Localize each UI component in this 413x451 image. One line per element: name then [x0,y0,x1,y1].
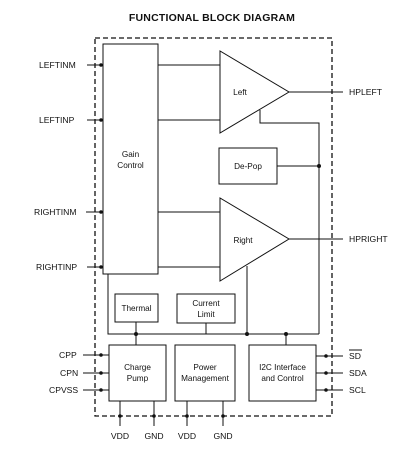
pin-label-gnd-1: GND [144,431,163,441]
pin-rightinp: RIGHTINP [36,262,103,272]
pin-label-cpp: CPP [59,350,77,360]
pin-label-cpvss: CPVSS [49,385,78,395]
right-amplifier-label: Right [233,236,253,245]
current-limit-block: Current Limit [176,293,236,324]
depop-block: De-Pop [218,147,278,185]
pin-label-sd: SD [349,351,361,361]
pin-label-cpn: CPN [60,368,78,378]
gain-control-label-line1: Gain [122,150,140,159]
pin-label-scl: SCL [349,385,366,395]
pin-leftinp: LEFTINP [39,115,103,125]
pin-vdd-power: VDD [178,401,196,441]
pin-label-vdd-1: VDD [111,431,129,441]
thermal-label: Thermal [121,304,151,313]
charge-pump-label-line1: Charge [124,363,151,372]
pin-sd: SD [316,349,362,361]
diagram-title: FUNCTIONAL BLOCK DIAGRAM [129,12,295,24]
pin-label-rightinm: RIGHTINM [34,207,77,217]
charge-pump-label-line2: Pump [127,374,149,383]
pin-label-leftinp: LEFTINP [39,115,75,125]
pin-scl: SCL [316,385,366,395]
current-limit-label-line2: Limit [197,310,215,319]
chip-outline [94,37,333,417]
power-management-block: Power Management [174,344,236,402]
pin-label-rightinp: RIGHTINP [36,262,77,272]
i2c-label-line2: and Control [261,374,304,383]
i2c-interface-block: I2C Interface and Control [248,344,317,402]
pin-gnd-charge-pump: GND [144,401,164,441]
pin-label-hpright: HPRIGHT [349,234,388,244]
charge-pump-block: Charge Pump [108,344,167,402]
left-amplifier-label: Left [233,88,247,97]
wire-left-amp-feedback [259,110,320,166]
gain-control-label-line2: Control [117,161,144,170]
gain-control-block: Gain Control [102,43,159,275]
right-amplifier: Right [219,197,290,282]
pin-gnd-power: GND [213,401,233,441]
pin-cpp: CPP [59,350,109,360]
thermal-block: Thermal [114,293,159,323]
pin-rightinm: RIGHTINM [34,207,103,217]
pin-leftinm: LEFTINM [39,60,103,70]
pin-label-vdd-2: VDD [178,431,196,441]
power-management-label-line1: Power [193,363,216,372]
pin-cpn: CPN [60,368,109,378]
pin-vdd-charge-pump: VDD [111,401,129,441]
pin-cpvss: CPVSS [49,385,109,395]
left-amplifier: Left [219,50,290,134]
current-limit-label-line1: Current [192,299,220,308]
power-management-label-line2: Management [181,374,230,383]
pin-label-sda: SDA [349,368,367,378]
depop-label: De-Pop [234,162,262,171]
pin-label-leftinm: LEFTINM [39,60,76,70]
pin-sda: SDA [316,368,367,378]
i2c-label-line1: I2C Interface [259,363,306,372]
pin-label-gnd-2: GND [213,431,232,441]
pin-label-hpleft: HPLEFT [349,87,383,97]
